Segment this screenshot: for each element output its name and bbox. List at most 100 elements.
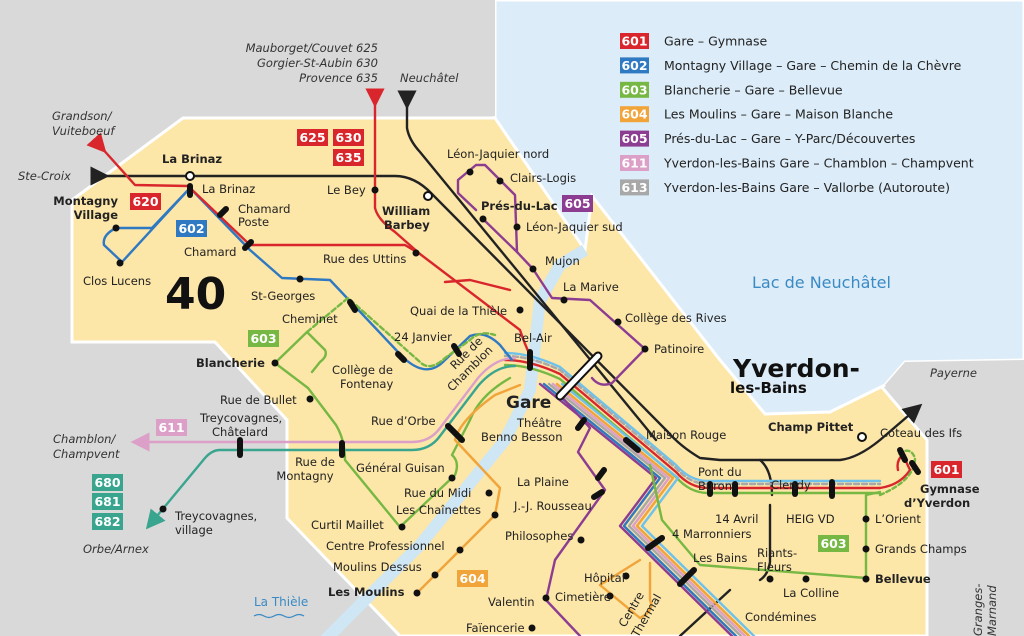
- train-branch-south: [758, 503, 772, 582]
- station-theatre-2: Benno Besson: [481, 430, 563, 444]
- station-college-rives: Collège des Rives: [625, 311, 727, 325]
- stop-ticks: [187, 183, 921, 587]
- dest-chamblon: Chamblon/: [53, 432, 116, 446]
- station-gymnase-2: d’Yverdon: [904, 496, 970, 510]
- svg-text:603: 603: [820, 536, 846, 551]
- legend-badge: [620, 57, 649, 74]
- svg-text:604: 604: [459, 571, 485, 586]
- badge-601: 601: [931, 461, 962, 478]
- station-chamard: Chamard: [184, 245, 236, 259]
- route-badges: 620 602 625 630 635 605 603 611 680 681 …: [92, 129, 962, 587]
- legend-badge-number: 605: [621, 131, 647, 146]
- station-chamard-poste-2: Poste: [238, 215, 269, 229]
- train-line-neuchatel: [397, 90, 658, 442]
- dest-grandson: Grandson/: [52, 109, 113, 123]
- route-604: [415, 383, 522, 595]
- dest-champvent: Champvent: [53, 447, 120, 461]
- dest-neuchatel: Neuchâtel: [400, 71, 459, 85]
- svg-text:625: 625: [299, 130, 325, 145]
- station-dots: [112, 168, 870, 632]
- route-605: [456, 163, 647, 386]
- station-hopital: Hôpital: [584, 571, 625, 585]
- station-la-brinaz-rail: La Brinaz: [162, 152, 222, 166]
- svg-text:635: 635: [335, 150, 361, 165]
- dest-provence: Provence 635: [299, 71, 378, 85]
- train-line-south: [678, 588, 732, 636]
- station-fontenay: Collège de: [332, 363, 393, 377]
- station-coteau-des-ifs: Coteau des Ifs: [880, 426, 962, 440]
- station-la-brinaz: La Brinaz: [202, 182, 255, 196]
- station-pont-buron-2: Buron: [698, 479, 732, 493]
- station-bellevue: Bellevue: [875, 572, 931, 586]
- station-rousseau: J.-J. Rousseau: [513, 499, 592, 513]
- route-603-dashed: [305, 296, 497, 368]
- legend-label: Gare – Gymnase: [664, 34, 767, 49]
- station-les-moulins: Les Moulins: [328, 585, 405, 599]
- station-montagny-2: Village: [74, 208, 119, 222]
- svg-text:681: 681: [94, 494, 120, 509]
- station-rue-montagny-2: Montagny: [276, 469, 333, 483]
- badge-602: 602: [176, 220, 207, 237]
- badge-605: 605: [562, 195, 593, 212]
- legend-badge: [620, 130, 649, 147]
- station-les-bains: Les Bains: [693, 551, 747, 565]
- route-603-bellevue: [648, 463, 882, 580]
- svg-text:630: 630: [335, 130, 361, 145]
- legend-badge: [620, 179, 649, 196]
- zone-number: 40: [165, 269, 226, 320]
- badge-630: 630: [333, 129, 364, 146]
- neuchatel-area: [380, 0, 495, 116]
- legend-badge: [620, 81, 649, 98]
- legend-badge: [620, 155, 649, 171]
- station-grands-champs: Grands Champs: [875, 542, 967, 556]
- destinations: Mauborget/Couvet 625 Gorgier-St-Aubin 63…: [18, 41, 999, 636]
- station-theatre: Théâtre: [516, 416, 562, 430]
- outside-zone-right: [885, 360, 1024, 636]
- station-treyco-village-2: village: [175, 523, 213, 537]
- water-wave-icon: [253, 613, 305, 619]
- station-rue-uttins: Rue des Uttins: [323, 252, 406, 266]
- legend-badge-number: 611: [621, 156, 647, 171]
- station-centre-pro: Centre Professionnel: [326, 539, 445, 553]
- svg-text:682: 682: [94, 514, 120, 529]
- station-william-barbey: William: [382, 204, 430, 218]
- route-603-loop: [878, 449, 917, 497]
- station-la-colline: La Colline: [783, 586, 839, 600]
- dest-payerne: Payerne: [930, 366, 977, 380]
- dest-orbe: Orbe/Arnex: [83, 542, 149, 556]
- station-rue-midi: Rue du Midi: [404, 486, 471, 500]
- station-condemines: Condémines: [745, 610, 816, 624]
- station-moulins-dessus: Moulins Dessus: [333, 560, 422, 574]
- station-heig-vd: HEIG VD: [786, 512, 835, 526]
- route-605-link: [481, 217, 519, 254]
- dest-gorgier: Gorgier-St-Aubin 630: [257, 56, 378, 70]
- badge-680: 680: [92, 474, 123, 491]
- legend-label: Yverdon-les-Bains Gare – Vallorbe (Autor…: [663, 180, 950, 195]
- station-clendy: Clendy: [771, 478, 811, 492]
- station-blancherie: Blancherie: [196, 356, 265, 370]
- station-leon-nord: Léon-Jaquier nord: [447, 147, 549, 161]
- route-603: [273, 330, 512, 529]
- lake-label: Lac de Neuchâtel: [752, 273, 891, 292]
- svg-text:601: 601: [933, 462, 959, 477]
- station-chatelard-2: Châtelard: [212, 425, 268, 439]
- station-champ-pittet: Champ Pittet: [768, 420, 854, 434]
- station-rue-montagny: Rue de: [295, 455, 335, 469]
- station-mujon: Mujon: [545, 254, 580, 268]
- badge-604: 604: [457, 570, 488, 587]
- station-gymnase: Gymnase: [920, 482, 980, 496]
- station-quai-thiele: Quai de la Thièle: [410, 304, 507, 318]
- station-chatelard: Treycovagnes,: [199, 411, 282, 425]
- station-st-georges: St-Georges: [251, 289, 315, 303]
- station-24-janvier: 24 Janvier: [394, 330, 452, 344]
- station-treyco-village: Treycovagnes,: [174, 509, 257, 523]
- legend-badge-number: 602: [621, 58, 647, 73]
- badge-635: 635: [333, 149, 364, 166]
- rail-station-la-brinaz: [185, 171, 195, 181]
